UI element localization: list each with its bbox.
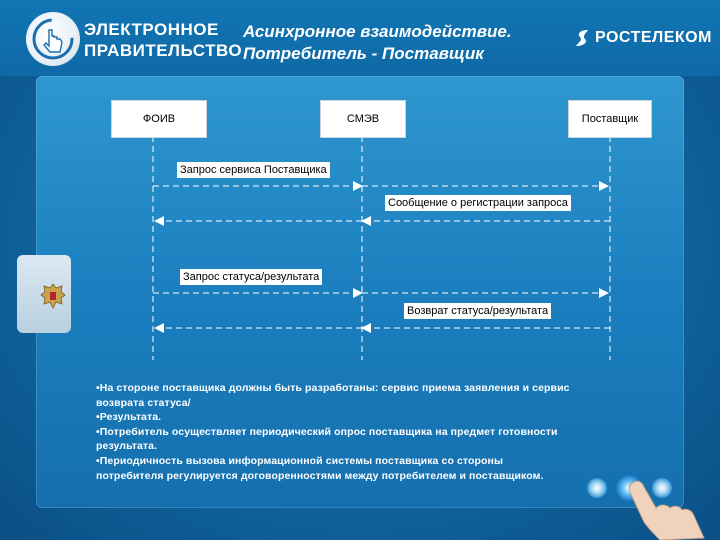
message-label-2: Сообщение о регистрации запроса bbox=[385, 195, 571, 211]
note-3: •Потребитель осуществляет периодический … bbox=[96, 425, 558, 453]
participant-foiv: ФОИВ bbox=[111, 100, 207, 138]
pointing-hand-icon bbox=[628, 480, 705, 540]
message-label-3: Запрос статуса/результата bbox=[180, 269, 323, 285]
note-1: •На стороне поставщика должны быть разра… bbox=[96, 382, 570, 409]
hand-cursor-icon bbox=[32, 18, 74, 60]
rostelecom-logo-text: РОСТЕЛЕКОМ bbox=[595, 29, 712, 47]
nav-dot-icon[interactable] bbox=[587, 478, 607, 498]
sequence-lines bbox=[152, 136, 611, 360]
message-label-1: Запрос сервиса Поставщика bbox=[177, 162, 330, 178]
notes-text: •На стороне поставщика должны быть разра… bbox=[96, 381, 571, 483]
page-title: Асинхронное взаимодействие. Потребитель … bbox=[243, 21, 512, 65]
header: ЭЛЕКТРОННОЕ ПРАВИТЕЛЬСТВО Асинхронное вз… bbox=[0, 0, 720, 76]
title-line1: Асинхронное взаимодействие. bbox=[243, 22, 512, 41]
note-2: •Результата. bbox=[96, 411, 162, 424]
rostelecom-logo: РОСТЕЛЕКОМ bbox=[574, 28, 712, 48]
sequence-diagram: ФОИВ СМЭВ Поставщик Запрос сервиса Поста… bbox=[96, 92, 684, 362]
e-government-logo: ЭЛЕКТРОННОЕ ПРАВИТЕЛЬСТВО bbox=[26, 8, 242, 68]
message-label-4: Возврат статуса/результата bbox=[404, 303, 552, 319]
logo-line1: ЭЛЕКТРОННОЕ bbox=[84, 20, 219, 39]
title-line2: Потребитель - Поставщик bbox=[243, 44, 484, 63]
participant-smev: СМЭВ bbox=[320, 100, 406, 138]
logo-line2: ПРАВИТЕЛЬСТВО bbox=[84, 41, 243, 60]
rostelecom-logo-icon bbox=[576, 30, 588, 46]
coat-of-arms-icon bbox=[40, 283, 66, 309]
nav-dot-icon[interactable] bbox=[652, 478, 672, 498]
note-4: •Периодичность вызова информационной сис… bbox=[96, 454, 544, 482]
participant-supplier: Поставщик bbox=[568, 100, 652, 138]
